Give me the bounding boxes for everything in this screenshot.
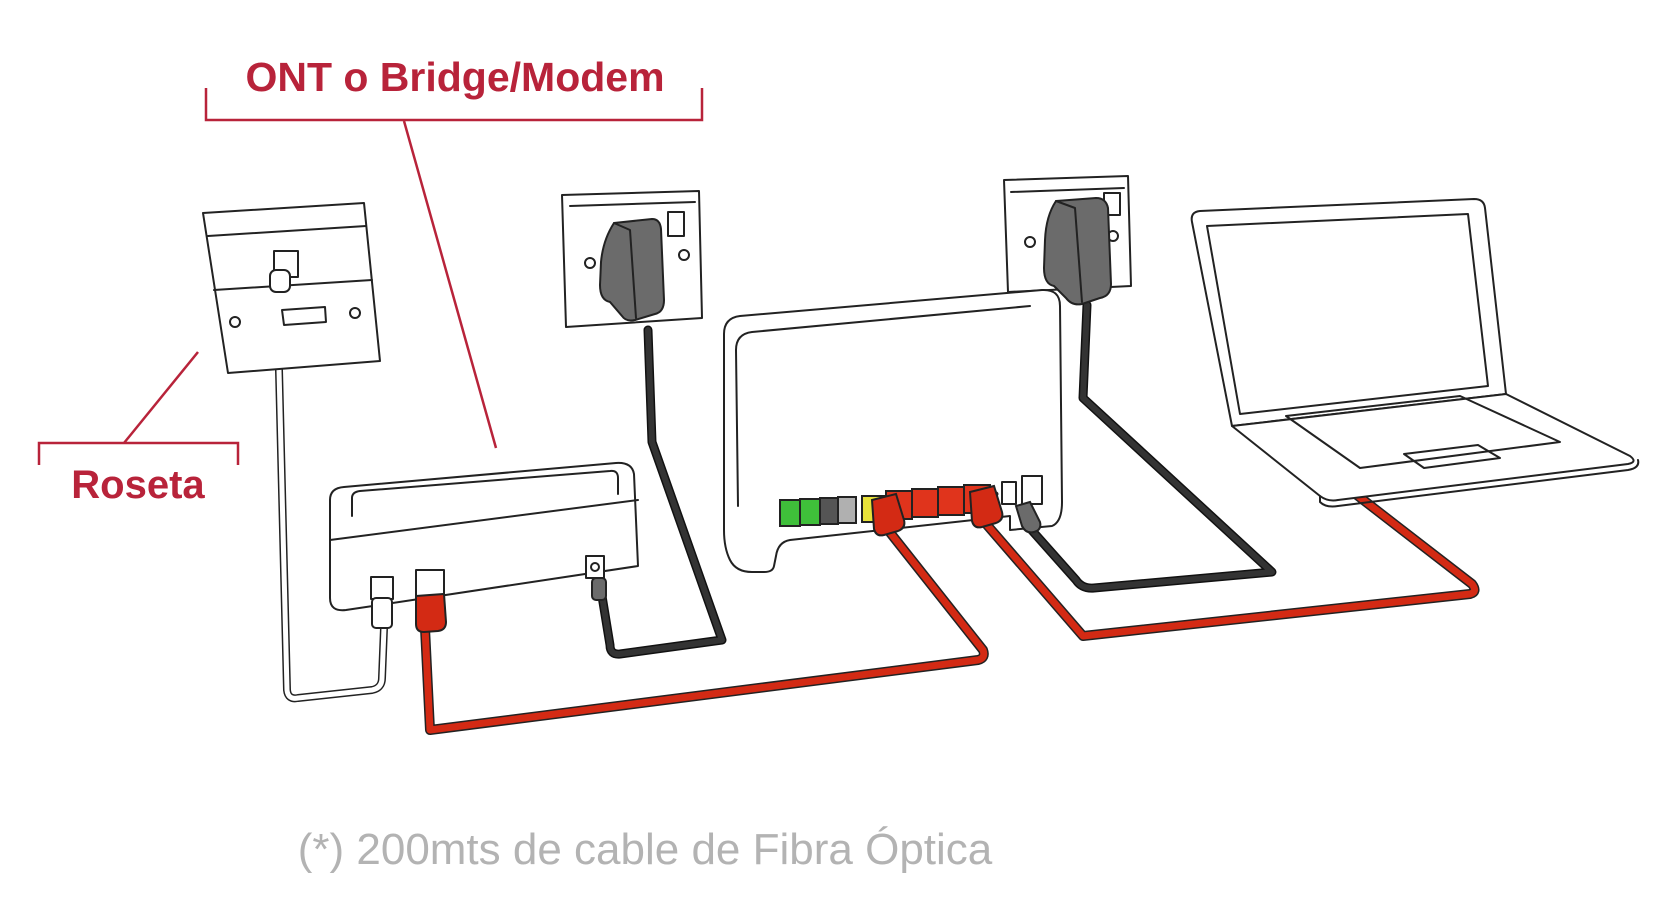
- fiber-footnote: (*) 200mts de cable de Fibra Óptica: [298, 825, 993, 874]
- ont-ethernet-port: [415, 569, 445, 597]
- phone-port-green: [799, 498, 821, 526]
- port-gray: [837, 496, 857, 524]
- ethernet-cable-router-laptop: [982, 487, 1480, 641]
- phone-wall-socket: [202, 202, 381, 374]
- ont-power-cable: [597, 325, 727, 659]
- roseta-callout: [37, 351, 240, 465]
- power-plug: [591, 577, 607, 601]
- phone-plug: [371, 597, 393, 629]
- ont-device: [329, 461, 639, 634]
- ethernet-plug: [968, 484, 1004, 529]
- router-power-port: [1001, 481, 1017, 505]
- router-power-cable: [1023, 300, 1277, 593]
- lan-port-red: [911, 488, 939, 518]
- ethernet-plug: [870, 492, 906, 537]
- ont-label: ONT o Bridge/Modem: [245, 54, 664, 100]
- ont-callout: [204, 88, 704, 449]
- router-device: [723, 288, 1063, 573]
- port-dark: [819, 497, 839, 525]
- router-switch: [1021, 475, 1043, 505]
- ont-phone-port: [370, 576, 394, 600]
- power-plug: [1014, 500, 1042, 534]
- power-wall-socket-2: [1003, 175, 1132, 306]
- phone-port-green: [779, 499, 801, 527]
- ethernet-plug: [415, 592, 448, 634]
- ethernet-cable-ont-router: [420, 525, 989, 735]
- roseta-label: Roseta: [71, 463, 205, 507]
- lan-port-red: [937, 486, 965, 516]
- phone-cable: [274, 278, 388, 703]
- power-wall-socket-1: [561, 190, 703, 328]
- laptop: [1190, 198, 1640, 508]
